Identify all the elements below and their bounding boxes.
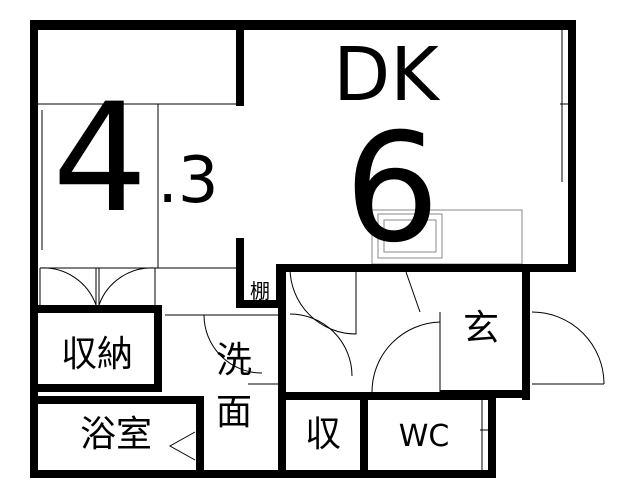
entrance-label: 玄 [463, 308, 499, 349]
small-storage-label: 収 [305, 414, 341, 455]
walls [30, 20, 576, 478]
labels: 4 .3 DK 6 収納 洗 面 浴室 収 WC 玄 棚 [52, 32, 499, 455]
shelf-label: 棚 [250, 279, 270, 303]
door-swings [39, 267, 605, 393]
dk-type-label: DK [333, 32, 441, 118]
western-room-size-decimal: .3 [157, 144, 218, 218]
bathroom-label: 浴室 [80, 414, 152, 455]
dk-size-label: 6 [344, 102, 439, 276]
storage-label: 収納 [61, 334, 133, 375]
washroom-label-bottom: 面 [216, 392, 252, 433]
western-room-size: 4 [52, 72, 147, 246]
washroom-label-top: 洗 [216, 340, 252, 381]
toilet-label: WC [399, 419, 450, 454]
